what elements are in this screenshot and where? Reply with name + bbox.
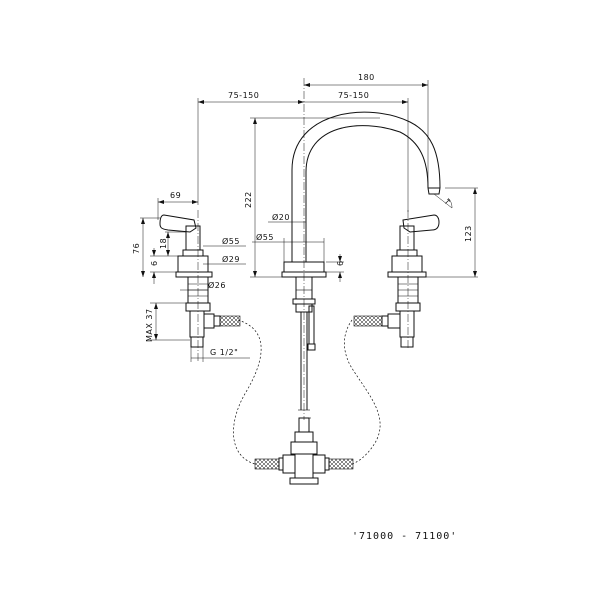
dim-75-150-right: 75-150 xyxy=(338,91,369,100)
dim-6-center: 6 xyxy=(336,260,345,266)
right-braided-hose xyxy=(353,315,383,327)
dim-max-37: MAX 37 xyxy=(145,308,154,342)
right-handle-lever xyxy=(402,214,440,233)
dim-76: 76 xyxy=(132,243,141,254)
left-braided-hose xyxy=(219,315,241,327)
dim-dia55-center: Ø55 xyxy=(256,232,274,242)
angle-mark: ↗ xyxy=(444,197,451,206)
right-valve xyxy=(353,210,440,350)
dimension-lines: 180 75-150 75-150 222 123 ↗ xyxy=(132,73,478,362)
spout-outer xyxy=(291,111,441,262)
bottom-left-braided-hose xyxy=(254,458,280,470)
dim-dia29: Ø29 xyxy=(222,254,240,264)
dim-dia20: Ø20 xyxy=(272,212,290,222)
tee-connector xyxy=(254,417,354,485)
dim-180: 180 xyxy=(358,73,375,82)
spout-inner xyxy=(305,125,429,262)
dim-123: 123 xyxy=(464,225,473,242)
model-caption: '71000 - 71100' xyxy=(352,531,457,542)
dim-dia55-side: Ø55 xyxy=(222,236,240,246)
dim-dia26: Ø26 xyxy=(208,280,226,290)
dim-75-150-left: 75-150 xyxy=(228,91,259,100)
left-handle-lever xyxy=(159,214,197,233)
spout-aerator xyxy=(427,187,441,195)
dim-6-left: 6 xyxy=(150,260,159,266)
bottom-right-braided-hose xyxy=(328,458,354,470)
dim-thread: G 1/2" xyxy=(210,348,238,357)
left-valve xyxy=(159,210,241,362)
right-flex-hose xyxy=(344,319,381,465)
dim-69: 69 xyxy=(170,191,181,200)
spout-assembly xyxy=(281,78,441,420)
dim-18: 18 xyxy=(159,238,168,249)
left-flex-hose xyxy=(233,319,262,465)
dim-222: 222 xyxy=(244,191,253,208)
